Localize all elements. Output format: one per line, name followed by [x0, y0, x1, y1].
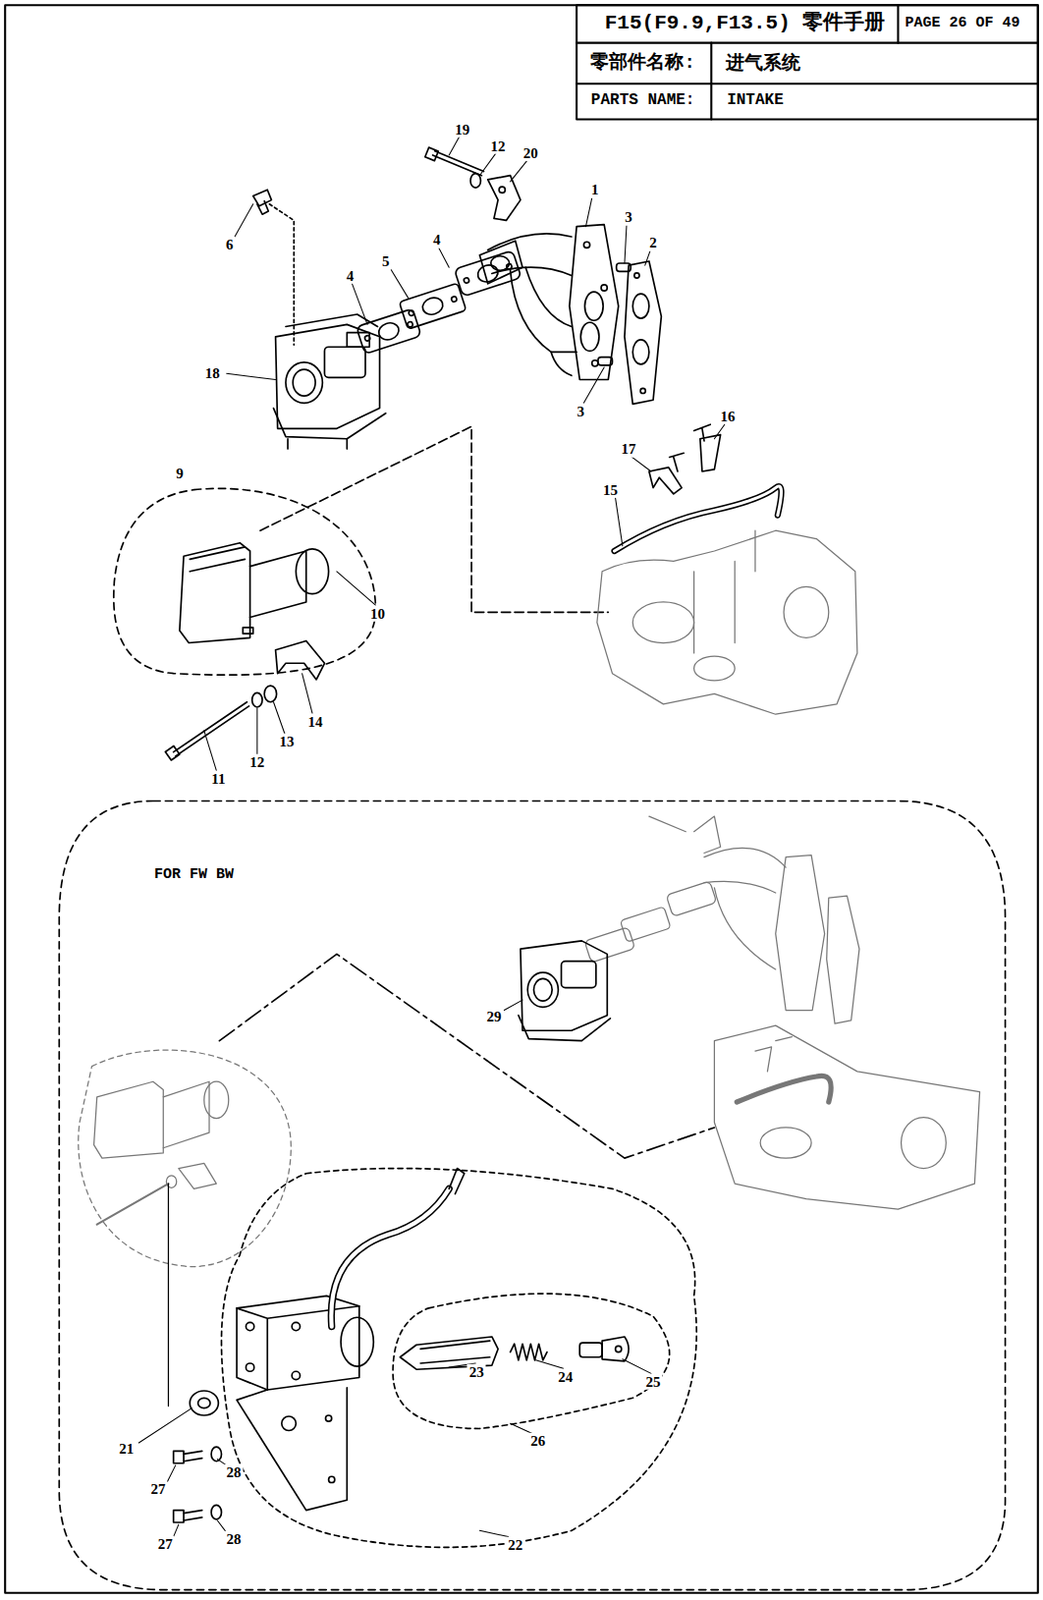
header-text: FOR FW BW — [152, 866, 236, 883]
callout-number: 13 — [276, 733, 296, 751]
callout-number: 29 — [484, 1008, 503, 1026]
callout-number: 27 — [149, 1481, 168, 1498]
callout-number: 9 — [173, 465, 186, 483]
callout-number: 22 — [505, 1537, 525, 1554]
callout-number: 12 — [247, 754, 267, 771]
callout-number: 14 — [306, 713, 326, 730]
callout-number: 18 — [203, 365, 222, 383]
callout-number: 10 — [368, 604, 387, 622]
page-title: F15(F9.9,F13.5) 零件手册 — [603, 11, 888, 35]
callout-number: 17 — [619, 440, 639, 458]
header-text: PAGE 26 OF 49 — [902, 15, 1022, 33]
callout-number: 1 — [589, 181, 602, 199]
callout-number: 28 — [223, 1531, 243, 1548]
header-text: INTAKE — [724, 92, 786, 110]
header-text: PARTS NAME: — [589, 92, 698, 110]
callout-number: 20 — [521, 145, 541, 163]
callout-number: 16 — [717, 408, 737, 426]
callout-number: 27 — [156, 1536, 175, 1553]
callout-number: 19 — [452, 121, 472, 139]
callout-number: 3 — [575, 403, 588, 421]
callout-number: 4 — [344, 267, 357, 284]
callout-number: 6 — [223, 236, 236, 254]
callout-number: 5 — [380, 253, 392, 271]
callout-number: 23 — [467, 1363, 487, 1380]
callout-number: 11 — [209, 770, 227, 788]
callout-number: 12 — [489, 137, 508, 155]
callout-number: 28 — [223, 1464, 243, 1482]
callout-number: 15 — [601, 482, 620, 499]
header-text: 进气系统 — [723, 54, 803, 75]
header-text: 零部件名称: — [588, 53, 697, 74]
callout-number: 26 — [528, 1432, 548, 1450]
callout-number: 25 — [644, 1373, 663, 1391]
callout-number: 21 — [116, 1439, 136, 1457]
callout-number: 2 — [647, 234, 659, 252]
callout-number: 3 — [622, 209, 635, 226]
callout-number: 24 — [555, 1369, 575, 1386]
callout-number: 4 — [431, 231, 443, 249]
